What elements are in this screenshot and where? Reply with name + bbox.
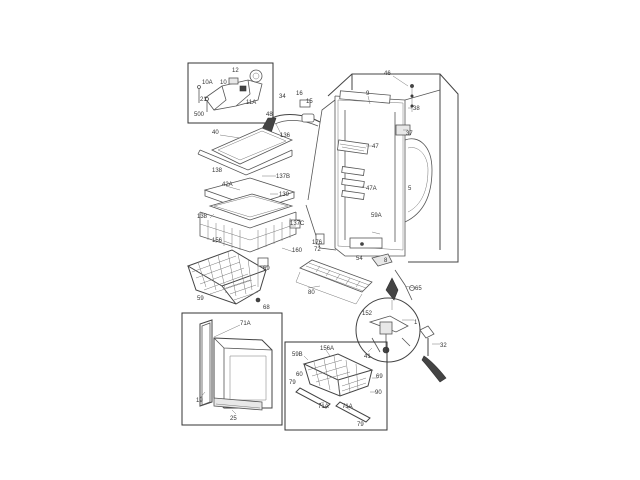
label-15: 15 [306, 99, 313, 105]
label-59a: 59A [371, 213, 382, 219]
label-21: 21 [200, 97, 207, 103]
leader-lines [199, 75, 440, 415]
leveling-leg-detail [355, 277, 447, 383]
label-16: 16 [296, 91, 303, 97]
label-47a: 47A [366, 186, 377, 192]
label-139: 139 [279, 192, 290, 198]
label-38: 38 [413, 106, 420, 112]
inset-bottom-basket [284, 341, 388, 431]
label-137b: 137B [276, 174, 290, 180]
label-152: 152 [362, 311, 373, 317]
label-12: 12 [232, 68, 239, 74]
label-500: 500 [194, 112, 205, 118]
label-59: 59 [197, 296, 204, 302]
label-25: 25 [230, 416, 237, 422]
label-138-mid: 138 [197, 214, 208, 220]
label-47: 47 [372, 144, 379, 150]
label-69-top: 69 [263, 266, 270, 272]
label-71a-basket-1: 71A [318, 404, 329, 410]
label-156: 156 [212, 238, 223, 244]
label-40: 40 [212, 130, 219, 136]
freezer-cabinet [305, 73, 459, 301]
middle-shelf-assembly [199, 177, 301, 253]
label-65: 65 [415, 286, 422, 292]
label-9: 9 [366, 91, 370, 97]
label-80: 80 [308, 290, 315, 296]
label-46: 46 [384, 71, 391, 77]
label-10a: 10A [202, 80, 213, 86]
label-8: 8 [384, 258, 388, 264]
label-79-left: 79 [289, 380, 296, 386]
label-136-top: 136 [280, 133, 291, 139]
part-labels: 46 38 37 9 16 15 34 48 136 40 138 137B 4… [194, 68, 447, 428]
label-5: 5 [408, 186, 412, 192]
label-68: 68 [263, 305, 270, 311]
label-48: 48 [266, 112, 273, 118]
label-19: 19 [196, 398, 203, 404]
label-79-bottom: 79 [357, 422, 364, 428]
label-71a-basket-2: 71A [342, 404, 353, 410]
label-71a-door: 71A [240, 321, 251, 327]
label-37: 37 [406, 131, 413, 137]
label-138-top: 138 [212, 168, 223, 174]
label-41: 41 [364, 354, 371, 360]
label-60: 60 [296, 372, 303, 378]
wire-basket [186, 249, 269, 305]
label-34: 34 [279, 94, 286, 100]
label-69-bottom: 69 [376, 374, 383, 380]
label-32: 32 [440, 343, 447, 349]
label-156a: 156A [320, 346, 334, 352]
label-54: 54 [356, 256, 363, 262]
label-59b: 59B [292, 352, 303, 358]
label-11a: 11A [246, 100, 256, 106]
label-137c: 137C [290, 221, 305, 227]
label-90: 90 [375, 390, 382, 396]
kick-plate [295, 233, 373, 305]
inset-door-panel [181, 312, 283, 426]
label-72: 72 [314, 247, 321, 253]
label-1: 1 [414, 320, 418, 326]
label-160: 160 [292, 248, 303, 254]
label-10: 10 [220, 80, 227, 86]
upper-shelf-assembly [197, 99, 321, 176]
inset-control-housing [187, 62, 274, 124]
label-176: 176 [312, 240, 323, 246]
label-42a: 42A [222, 182, 233, 188]
